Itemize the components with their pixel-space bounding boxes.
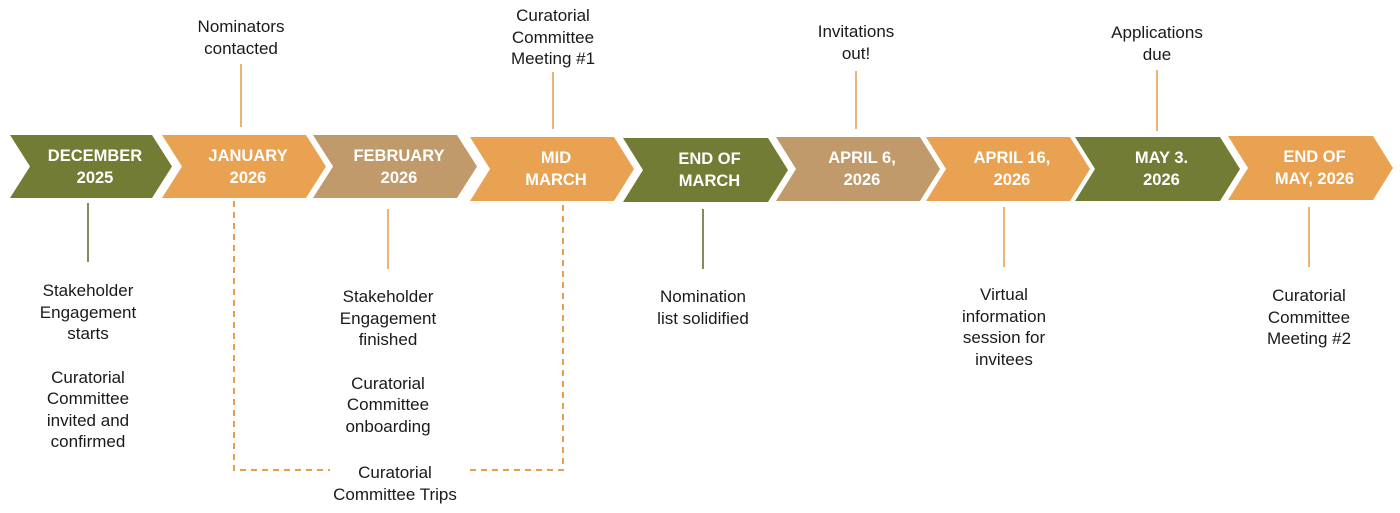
milestone-label-line: 2026 — [229, 168, 267, 187]
milestone-label: DECEMBER 2025 — [48, 145, 142, 189]
annotation-below-line: invitees — [975, 349, 1033, 369]
milestone-label-line: MARCH — [525, 171, 587, 189]
annotation-below-line: Curatorial — [351, 373, 425, 393]
annotation-below-line: Committee — [46, 389, 130, 408]
span-bracket — [233, 201, 564, 471]
milestone-label-line: APRIL 16, — [973, 149, 1051, 167]
annotation-below-line: Curatorial — [51, 367, 125, 387]
milestone-label-line: MID — [540, 149, 572, 167]
annotation-below: Nomination list solidified — [657, 286, 749, 329]
milestone-label-line: 2025 — [76, 168, 114, 187]
annotation-below-line: starts — [67, 324, 109, 343]
annotation-below-line: Nomination — [660, 287, 746, 306]
milestone-chevron — [623, 138, 788, 202]
annotation-above-line: Committee — [511, 27, 595, 47]
milestone-label-line: END OF — [1283, 148, 1346, 166]
milestone-label-line: 2026 — [380, 168, 418, 187]
annotation-below-line: Stakeholder — [42, 281, 134, 300]
annotation-below-line — [340, 351, 436, 373]
milestone-label-line: JANUARY — [208, 146, 288, 165]
annotation-below: Virtual information session for invitees — [962, 284, 1046, 370]
milestone-label-line: MAY, 2026 — [1274, 170, 1355, 188]
annotation-below-line: Committee — [1267, 307, 1351, 327]
milestone-label-line: 2026 — [1143, 171, 1180, 189]
milestone-label-line: DECEMBER — [47, 146, 143, 165]
annotation-above-line: out! — [841, 43, 871, 63]
annotation-below-line: Meeting #2 — [1266, 329, 1352, 348]
milestone-chevron — [162, 135, 326, 198]
milestone-label-line: MAY 3. — [1134, 149, 1189, 167]
annotation-above-line: Nominators — [197, 17, 285, 36]
milestone-label-line: END OF — [678, 150, 741, 168]
annotation-above-line: Invitations — [817, 22, 895, 41]
annotation-below-line: session for — [962, 328, 1046, 347]
annotation-above: Invitations out! — [818, 21, 895, 64]
annotation-above-line: due — [1142, 44, 1172, 64]
milestone-label-line: FEBRUARY — [353, 146, 445, 165]
annotation-below-line: Engagement — [339, 308, 437, 328]
milestone-chevron — [313, 135, 477, 198]
annotation-below-line: information — [961, 306, 1047, 326]
annotation-above-line: Meeting #1 — [510, 49, 596, 68]
annotation-below-line — [40, 345, 136, 367]
milestone-label-line: MARCH — [678, 172, 741, 190]
annotation-above-line: Applications — [1111, 23, 1203, 42]
span-note-label-line: Committee Trips — [333, 484, 457, 504]
milestone-label: APRIL 16, 2026 — [974, 147, 1051, 191]
milestone-label: JANUARY 2026 — [208, 145, 287, 189]
milestone-label: MID MARCH — [525, 147, 586, 191]
milestone-chevron — [776, 137, 940, 201]
annotation-below-line: onboarding — [345, 416, 431, 436]
annotation-above: Applications due — [1111, 22, 1203, 65]
annotation-above-line: Curatorial — [516, 6, 590, 25]
annotation-below-line: invited and — [46, 410, 130, 430]
annotation-below-line: Engagement — [39, 302, 137, 322]
milestone-chevron — [470, 137, 634, 201]
milestone-label: FEBRUARY 2026 — [353, 145, 444, 189]
milestone-chevron — [926, 137, 1090, 201]
annotation-below-line: list solidified — [657, 308, 749, 328]
annotation-above-line: contacted — [204, 38, 278, 58]
span-note-label-line: Curatorial — [358, 463, 432, 482]
milestone-label: APRIL 6, 2026 — [828, 147, 896, 191]
milestone-label: END OF MAY, 2026 — [1275, 146, 1354, 190]
milestone-chevron — [10, 135, 172, 198]
annotation-above: Nominators contacted — [198, 16, 285, 59]
milestone-label-line: APRIL 6, — [828, 149, 896, 167]
annotation-below-line: Virtual — [980, 285, 1028, 304]
milestone-label: END OF MARCH — [678, 148, 740, 192]
annotation-below-line: Stakeholder — [342, 287, 434, 306]
milestone-label-line: 2026 — [843, 171, 881, 189]
annotation-below-line: Curatorial — [1272, 286, 1346, 305]
annotation-below-line: finished — [358, 330, 418, 349]
milestone-label: MAY 3. 2026 — [1135, 147, 1188, 191]
annotation-below-line: Committee — [346, 395, 430, 414]
annotation-below-line: confirmed — [50, 432, 126, 451]
milestone-label-line: 2026 — [993, 171, 1031, 189]
milestone-chevron — [1075, 137, 1240, 201]
milestone-chevron — [1228, 136, 1393, 200]
